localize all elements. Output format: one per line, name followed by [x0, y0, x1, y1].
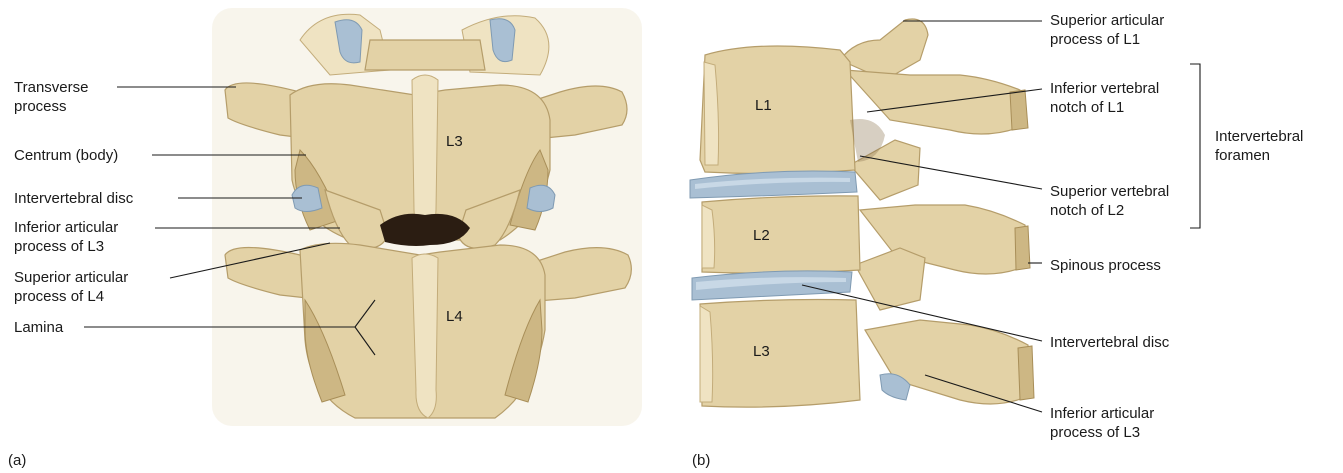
label-transverse-process: Transverse process	[14, 78, 88, 116]
vertebra-label-l1: L1	[755, 97, 772, 114]
lateral-vertebrae-illustration	[680, 0, 1343, 473]
posterior-elements	[840, 19, 1034, 404]
vertebral-bodies	[690, 46, 860, 407]
label-superior-articular-process-l1: Superior articular process of L1	[1050, 11, 1164, 49]
label-lamina: Lamina	[14, 318, 63, 337]
vertebra-label-l3-lateral: L3	[753, 343, 770, 360]
label-centrum: Centrum (body)	[14, 146, 118, 165]
label-inferior-vertebral-notch-l1: Inferior vertebral notch of L1	[1050, 79, 1159, 117]
panel-a-posterior-view: Transverse process Centrum (body) Interv…	[0, 0, 680, 473]
vertebra-label-l3: L3	[446, 133, 463, 150]
vertebra-label-l2: L2	[753, 227, 770, 244]
label-inferior-articular-process-l3: Inferior articular process of L3	[1050, 404, 1154, 442]
label-spinous-process: Spinous process	[1050, 256, 1161, 275]
label-intervertebral-disc: Intervertebral disc	[14, 189, 133, 208]
panel-tag-b: (b)	[692, 452, 710, 469]
label-inferior-articular-process: Inferior articular process of L3	[14, 218, 118, 256]
label-intervertebral-foramen: Intervertebral foramen	[1215, 127, 1303, 165]
label-superior-articular-process: Superior articular process of L4	[14, 268, 128, 306]
panel-tag-a: (a)	[8, 452, 26, 469]
panel-b-lateral-view: Superior articular process of L1 Inferio…	[680, 0, 1343, 473]
label-superior-vertebral-notch-l2: Superior vertebral notch of L2	[1050, 182, 1169, 220]
label-intervertebral-disc-b: Intervertebral disc	[1050, 333, 1169, 352]
vertebra-label-l4: L4	[446, 308, 463, 325]
